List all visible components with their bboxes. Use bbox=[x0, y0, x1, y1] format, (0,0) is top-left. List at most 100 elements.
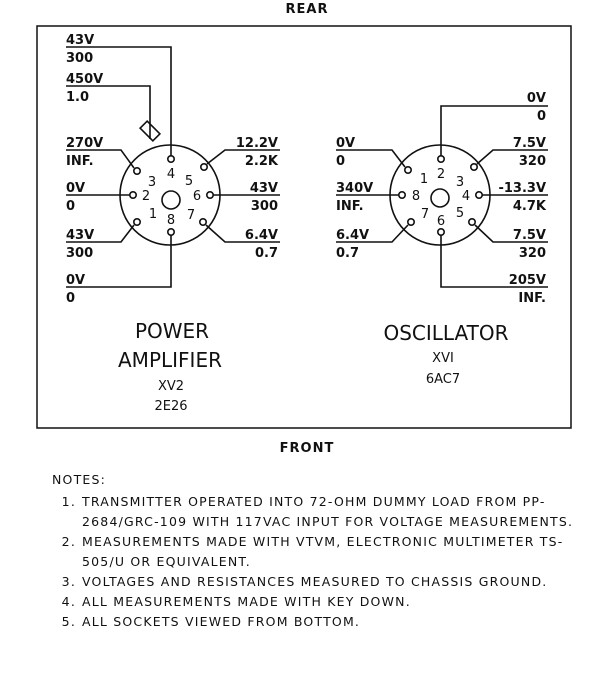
osc-pin1-lead bbox=[336, 149, 406, 168]
osc-pin3-lead bbox=[476, 149, 548, 165]
pa-pin3-resistance: INF. bbox=[66, 154, 94, 169]
note-text: ALL SOCKETS VIEWED FROM BOTTOM. bbox=[82, 614, 361, 629]
osc-pin7-lead bbox=[336, 224, 409, 243]
pa-pin7-voltage: 6.4V bbox=[245, 228, 278, 243]
osc-pin4-voltage: -13.3V bbox=[498, 181, 546, 196]
rear-label: REAR bbox=[286, 2, 329, 17]
note-number: 5. bbox=[61, 614, 76, 629]
pa-pin-number-5: 5 bbox=[185, 174, 193, 189]
osc-pin2-hole bbox=[436, 155, 445, 164]
note-number: 1. bbox=[61, 494, 76, 509]
pa-pin8-lead bbox=[66, 235, 172, 288]
osc-pin-number-4: 4 bbox=[462, 189, 470, 204]
pa-title-line1: POWER bbox=[135, 319, 209, 343]
osc-pin-number-8: 8 bbox=[412, 189, 420, 204]
osc-pin5-hole bbox=[467, 218, 476, 227]
pa-pin-number-4: 4 bbox=[167, 167, 175, 182]
pa-pin5-voltage: 12.2V bbox=[236, 136, 278, 151]
osc-pin7-hole bbox=[406, 218, 415, 227]
note-item-3: 3. VOLTAGES AND RESISTANCES MEASURED TO … bbox=[52, 572, 592, 592]
pa-pin-number-6: 6 bbox=[193, 189, 201, 204]
pa-pin2-voltage: 0V bbox=[66, 181, 85, 196]
note-item-2: 2. MEASUREMENTS MADE WITH VTVM, ELECTRON… bbox=[52, 532, 592, 572]
osc-pin6-voltage: 205V bbox=[509, 273, 546, 288]
front-label: FRONT bbox=[280, 441, 335, 456]
osc-pin8-resistance: INF. bbox=[336, 199, 364, 214]
pa-topcap-lead bbox=[66, 85, 151, 139]
note-text: TRANSMITTER OPERATED INTO 72-OHM DUMMY L… bbox=[82, 494, 574, 529]
pa-pin3-voltage: 270V bbox=[66, 136, 103, 151]
pa-top2-voltage: 450V bbox=[66, 72, 103, 87]
osc-pin-number-2: 2 bbox=[437, 167, 445, 182]
pa-top1-resistance: 300 bbox=[66, 51, 93, 66]
osc-pin3-resistance: 320 bbox=[519, 154, 546, 169]
pa-designator: XV2 bbox=[158, 379, 184, 394]
osc-center-key bbox=[430, 188, 450, 208]
osc-pin3-voltage: 7.5V bbox=[513, 136, 546, 151]
pa-topcap-clip bbox=[138, 119, 162, 143]
pa-labels: 43V 300 450V 1.0 270V INF. 0V 0 43V 300 … bbox=[66, 33, 279, 306]
pa-title-line2: AMPLIFIER bbox=[118, 348, 222, 372]
pa-pin7-hole bbox=[199, 218, 208, 227]
osc-pin-number-6: 6 bbox=[437, 214, 445, 229]
note-number: 2. bbox=[61, 534, 76, 549]
pa-pin-number-3: 3 bbox=[148, 175, 156, 190]
pa-center-key bbox=[161, 190, 181, 210]
pa-pin1-voltage: 43V bbox=[66, 228, 94, 243]
pa-pin4-lead bbox=[66, 46, 172, 156]
pa-bottom-voltage: 0V bbox=[66, 273, 85, 288]
pa-pin1-hole bbox=[133, 218, 142, 227]
osc-pin4-hole bbox=[474, 191, 483, 200]
power-amplifier-socket bbox=[66, 46, 280, 288]
note-text: ALL MEASUREMENTS MADE WITH KEY DOWN. bbox=[82, 594, 411, 609]
osc-pin-number-1: 1 bbox=[420, 172, 428, 187]
pa-pin-number-7: 7 bbox=[187, 208, 195, 223]
pa-bottom-resistance: 0 bbox=[66, 291, 75, 306]
notes-section: NOTES: 1. TRANSMITTER OPERATED INTO 72-O… bbox=[52, 470, 592, 632]
pa-pin7-lead bbox=[205, 224, 280, 243]
osc-pin1-hole bbox=[403, 166, 412, 175]
osc-pin2-lead bbox=[440, 105, 548, 156]
notes-heading: NOTES: bbox=[52, 472, 107, 487]
note-number: 3. bbox=[61, 574, 76, 589]
osc-pin-numbers: 2 3 4 5 6 7 8 1 bbox=[412, 167, 470, 229]
oscillator-socket bbox=[336, 105, 548, 288]
pa-tube-type: 2E26 bbox=[154, 399, 187, 414]
note-text: MEASUREMENTS MADE WITH VTVM, ELECTRONIC … bbox=[82, 534, 564, 569]
note-item-1: 1. TRANSMITTER OPERATED INTO 72-OHM DUMM… bbox=[52, 492, 592, 532]
pa-pin1-lead bbox=[66, 224, 135, 243]
osc-pin7-resistance: 0.7 bbox=[336, 246, 359, 261]
osc-pin1-voltage: 0V bbox=[336, 136, 355, 151]
pa-pin8-hole bbox=[167, 228, 176, 237]
note-text: VOLTAGES AND RESISTANCES MEASURED TO CHA… bbox=[82, 574, 548, 589]
osc-pin8-voltage: 340V bbox=[336, 181, 373, 196]
osc-pin-number-3: 3 bbox=[456, 175, 464, 190]
osc-pin2-voltage: 0V bbox=[527, 91, 546, 106]
osc-tube-type: 6AC7 bbox=[426, 372, 460, 387]
pa-pin7-resistance: 0.7 bbox=[255, 246, 278, 261]
pa-socket-outline bbox=[119, 144, 221, 246]
osc-pin3-hole bbox=[469, 163, 478, 172]
pa-top2-resistance: 1.0 bbox=[66, 90, 89, 105]
osc-pin6-resistance: INF. bbox=[518, 291, 546, 306]
note-item-5: 5. ALL SOCKETS VIEWED FROM BOTTOM. bbox=[52, 612, 592, 632]
osc-pin5-resistance: 320 bbox=[519, 246, 546, 261]
osc-pin6-lead bbox=[440, 235, 548, 288]
pa-pin-numbers: 4 5 6 7 8 2 3 1 bbox=[142, 167, 201, 228]
osc-pin6-hole bbox=[436, 228, 445, 237]
osc-pin2-resistance: 0 bbox=[537, 109, 546, 124]
pa-pin4-hole bbox=[167, 155, 176, 164]
pa-pin3-hole bbox=[133, 167, 142, 176]
osc-pin-number-5: 5 bbox=[456, 206, 464, 221]
osc-pin8-hole bbox=[397, 191, 406, 200]
socket-diagram: REAR FRONT 4 5 6 7 8 2 bbox=[36, 2, 572, 456]
pa-pin-number-8: 8 bbox=[167, 213, 175, 228]
osc-title: OSCILLATOR bbox=[383, 321, 508, 345]
osc-designator: XVI bbox=[432, 351, 454, 366]
pa-pin5-resistance: 2.2K bbox=[245, 154, 279, 169]
pa-pin5-lead bbox=[206, 149, 280, 165]
pa-pin3-lead bbox=[66, 149, 135, 169]
pa-pin2-hole bbox=[129, 191, 138, 200]
osc-pin4-resistance: 4.7K bbox=[513, 199, 547, 214]
note-item-4: 4. ALL MEASUREMENTS MADE WITH KEY DOWN. bbox=[52, 592, 592, 612]
